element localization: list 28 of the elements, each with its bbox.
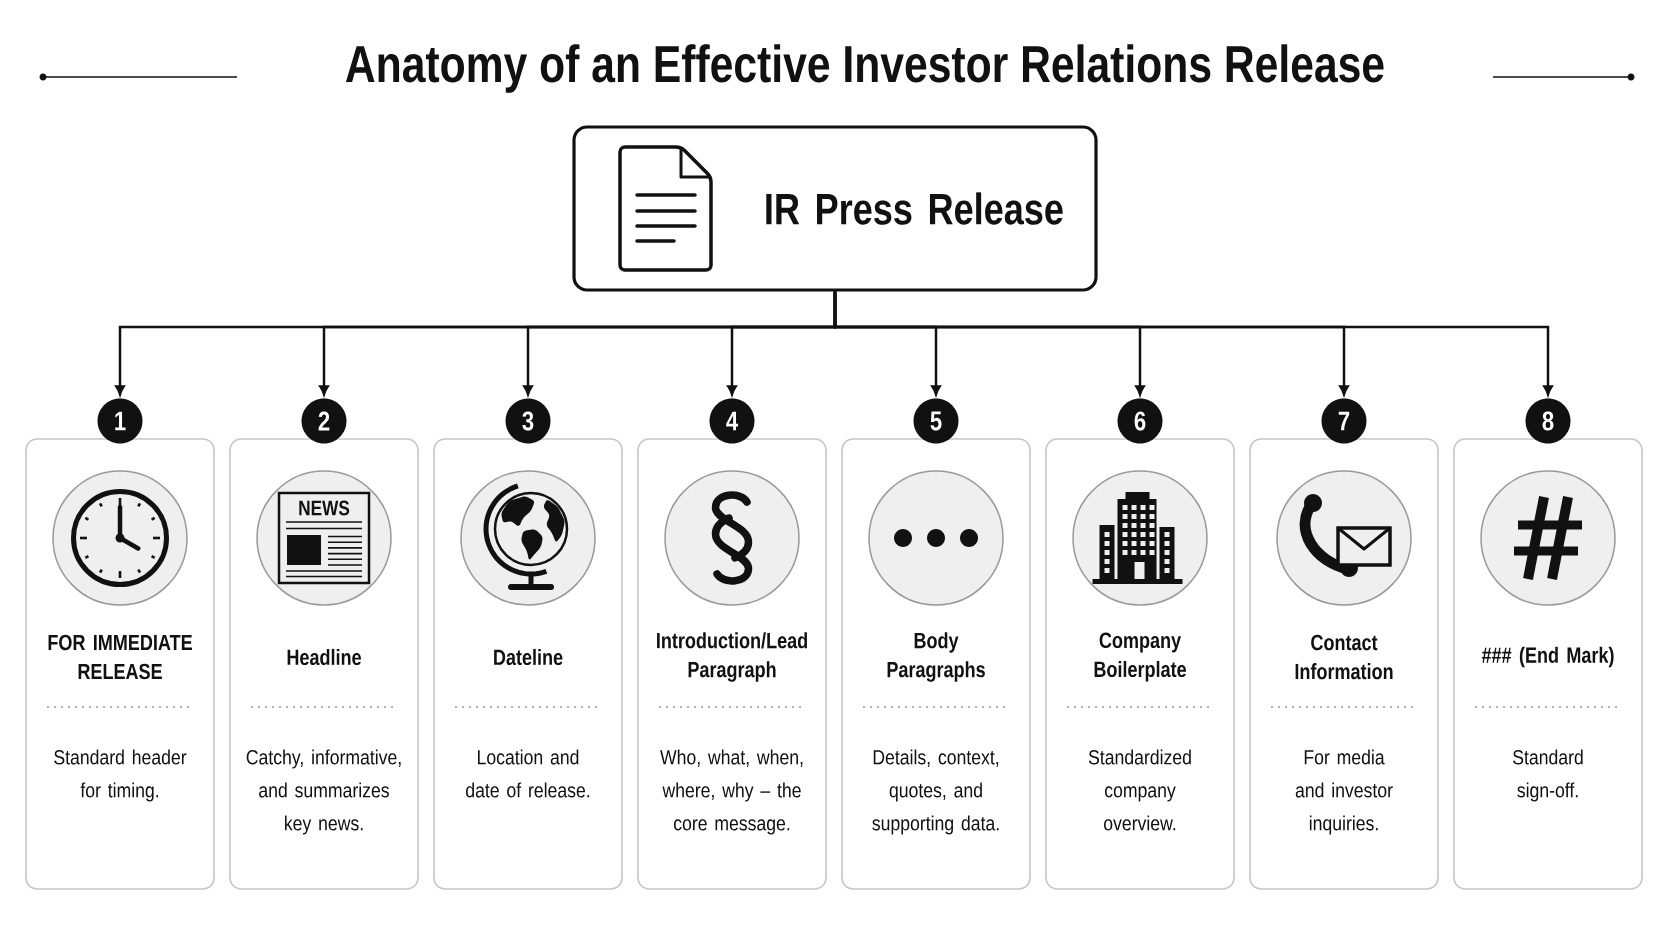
number-badge: 3 <box>505 398 551 444</box>
header-box: IR Press Release <box>572 125 1098 292</box>
number-badge: 4 <box>709 398 755 444</box>
number-badge: 2 <box>301 398 347 444</box>
card-heading: Contact Information <box>1295 634 1393 680</box>
card-description: Standard sign-off. <box>1513 749 1583 802</box>
number-badge: 6 <box>1117 398 1163 444</box>
masthead-text: NEWS <box>299 500 350 516</box>
number-badge: 5 <box>913 398 959 444</box>
number-badge: 7 <box>1321 398 1367 444</box>
card-description: Catchy, informative, and summarizes key news. <box>246 749 401 835</box>
card-heading: ### (End Mark) <box>1481 646 1614 668</box>
title: Anatomy of an Effective Investor Relations Release <box>345 44 1384 93</box>
card-description: Details, context, quotes, and supporting data. <box>872 749 999 835</box>
card-description: Standard header for timing. <box>54 749 187 802</box>
card-heading: Body Paragraphs <box>887 632 985 682</box>
card-heading: FOR IMMEDIATE RELEASE <box>48 634 192 680</box>
number-badge: 1 <box>97 398 143 444</box>
card-heading: Headline <box>287 648 361 666</box>
connector-arrow <box>833 291 1553 396</box>
card-heading: Company Boilerplate <box>1094 632 1186 682</box>
card-description: Location and date of release. <box>466 749 590 798</box>
card-heading: Introduction/Lead Paragraph <box>657 632 807 682</box>
card-description: Standardized company overview. <box>1088 749 1191 831</box>
card-description: Who, what, when, where, why – the core message. <box>660 749 803 835</box>
number-badge: 8 <box>1525 398 1571 444</box>
card-heading: Dateline <box>494 648 563 666</box>
card-description: For media and investor inquiries. <box>1295 749 1393 835</box>
